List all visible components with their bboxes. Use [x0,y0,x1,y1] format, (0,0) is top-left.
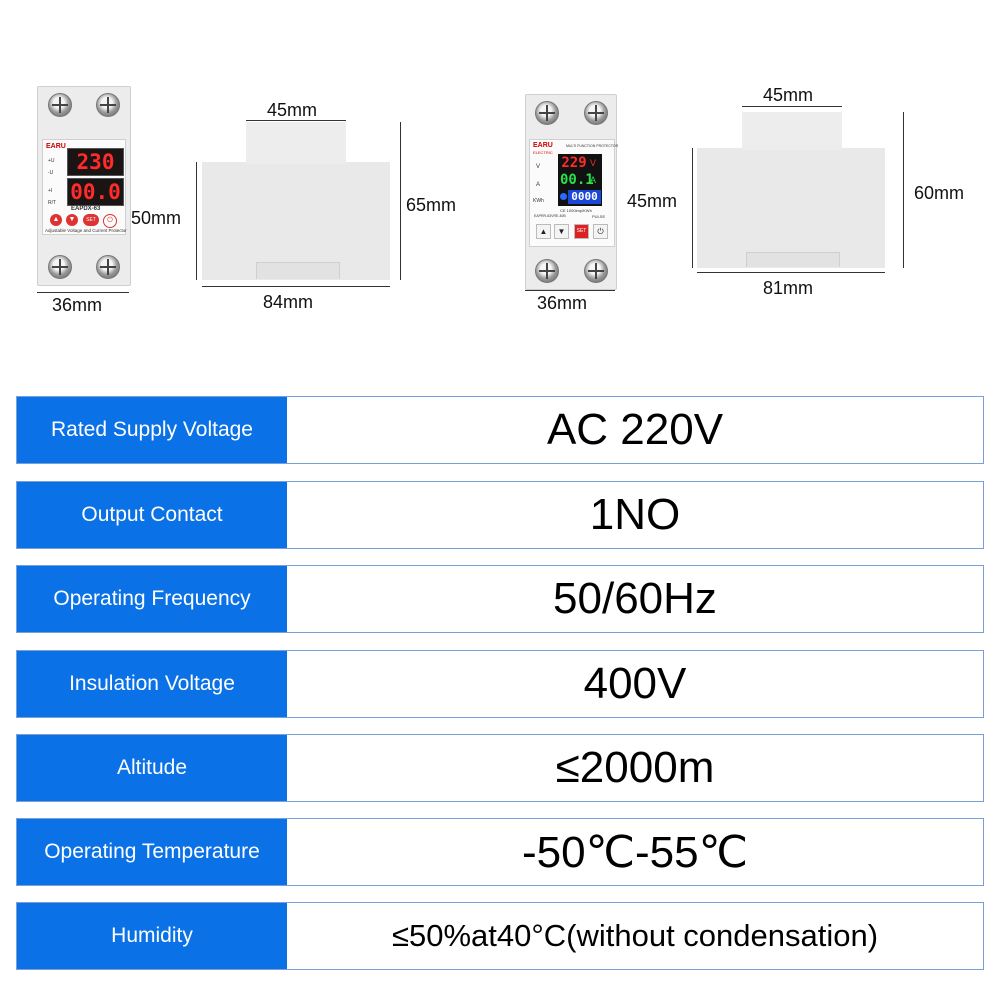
dim-line [692,148,693,268]
device-b-model: EAPRR-63VRE-40B [534,214,566,218]
device-b-panel: EARU ELECTRIC MULTI FUNCTION PROTECTOR V… [529,139,619,247]
down-button[interactable]: ▼ [554,224,569,239]
device-a-indicator-label: R/T [48,200,57,206]
device-b-side-top [742,112,842,150]
device-a-indicator-label: -U [48,170,54,176]
spec-value: ≤2000m [555,743,715,792]
device-a-current-display: 00.0 [67,178,124,206]
spec-label: Operating Temperature [17,819,287,885]
device-b-pulse-label: PULSE [592,214,606,219]
device-a-caption: Adjustable Voltage and Current Protector [45,228,127,233]
dim-line [525,290,615,291]
dim-b-side-height-inner: 45mm [627,191,678,211]
device-b-brand-sub: ELECTRIC [533,150,553,155]
spec-value: 1NO [589,490,681,539]
spec-label: Insulation Voltage [17,651,287,717]
dim-b-front-width: 36mm [537,293,588,313]
pulse-led-icon [560,193,567,200]
power-button[interactable]: ⏻ [593,224,608,239]
spec-value: 50/60Hz [553,574,717,623]
down-button[interactable]: ▼ [66,214,78,226]
set-button[interactable]: SET [83,214,99,226]
dim-line [246,120,346,121]
device-b-label-v: V [536,164,541,170]
dim-a-side-width: 84mm [263,292,314,312]
spec-label: Operating Frequency [17,566,287,632]
spec-row-altitude: Altitude ≤2000m [16,734,984,802]
up-button[interactable]: ▲ [536,224,551,239]
spec-label: Altitude [17,735,287,801]
device-a-voltage-display: 230 [67,148,124,176]
dim-b-side-height: 60mm [914,183,965,203]
spec-label: Output Contact [17,482,287,548]
spec-value: AC 220V [546,405,724,454]
device-b-label-kwh: KWh [533,198,544,204]
dim-b-side-width: 81mm [763,278,814,298]
spec-row-insulation-voltage: Insulation Voltage 400V [16,650,984,718]
device-a-model: EAPDX-63 [71,206,101,212]
device-b-brand: EARU [533,142,553,149]
dim-line [903,112,904,268]
spec-label: Humidity [17,903,287,969]
dim-b-side-top: 45mm [763,85,814,105]
screw-icon [96,93,120,117]
spec-row-rated-supply-voltage: Rated Supply Voltage AC 220V [16,396,984,464]
dim-a-side-height: 65mm [406,195,457,215]
screw-icon [48,93,72,117]
screw-icon [535,259,559,283]
device-a-indicator-label: +I [48,188,53,194]
device-a-brand: EARU [46,143,66,150]
screw-icon [584,101,608,125]
dim-a-side-top: 45mm [267,100,318,120]
spec-row-output-contact: Output Contact 1NO [16,481,984,549]
device-a-front: EARU +U -U +I R/T 230 00.0 EAPDX-63 ▲ ▼ … [37,86,131,286]
dim-line [196,162,197,280]
spec-row-humidity: Humidity ≤50%at40°C(without condensation… [16,902,984,970]
device-b-front: EARU ELECTRIC MULTI FUNCTION PROTECTOR V… [525,94,619,290]
spec-value: 400V [583,659,687,708]
device-b-label-a: A [536,182,541,188]
screw-icon [48,255,72,279]
spec-row-operating-frequency: Operating Frequency 50/60Hz [16,565,984,633]
dim-line [202,286,390,287]
device-a-side-rail [256,262,340,279]
power-button[interactable]: ⏻ [103,214,117,228]
device-b-current-unit: A [590,175,597,185]
dim-line [697,272,885,273]
device-b-header: MULTI FUNCTION PROTECTOR [566,144,619,148]
screw-icon [584,259,608,283]
screw-icon [535,101,559,125]
dim-a-front-width: 36mm [52,295,103,315]
spec-value: ≤50%at40°C(without condensation) [391,918,879,953]
up-button[interactable]: ▲ [50,214,62,226]
spec-label: Rated Supply Voltage [17,397,287,463]
device-b-pulse-text: CE 1000imp/KWh [560,208,592,213]
dim-line [742,106,842,107]
dimension-figure: EARU +U -U +I R/T 230 00.0 EAPDX-63 ▲ ▼ … [0,0,1000,360]
dim-line [400,122,401,280]
device-b-side-rail [746,252,840,267]
device-a-indicator-label: +U [48,158,55,164]
spec-value: -50℃-55℃ [521,827,748,877]
device-a-side-top [246,122,346,164]
set-button[interactable]: SET [574,224,589,239]
device-b-voltage-display: 229 [561,155,587,171]
device-a-panel: EARU +U -U +I R/T 230 00.0 EAPDX-63 ▲ ▼ … [42,139,127,235]
dim-line [37,292,129,293]
device-b-side [697,148,885,268]
spec-row-operating-temperature: Operating Temperature -50℃-55℃ [16,818,984,886]
device-a-side [202,162,390,280]
dim-a-side-height-inner: 50mm [131,208,182,228]
screw-icon [96,255,120,279]
device-b-current-display: 00.1 [560,172,594,188]
device-b-energy-display: 0000 [568,190,601,204]
device-b-voltage-unit: V [590,158,597,168]
